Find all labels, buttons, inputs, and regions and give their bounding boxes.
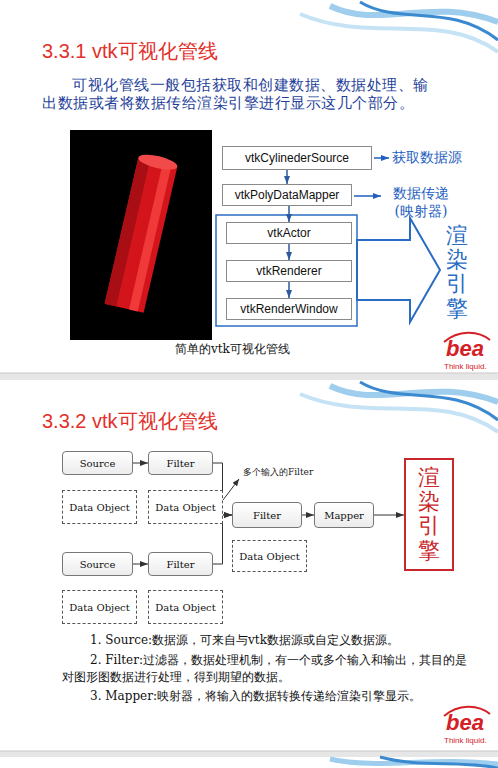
box-text: Data Object — [239, 551, 299, 562]
box-text: Filter — [253, 510, 281, 521]
box-text: Data Object — [69, 502, 129, 513]
process-box: vtkRenderer — [226, 260, 352, 282]
logo-tagline: Think liquid. — [444, 736, 487, 745]
box-text: vtkActor — [267, 226, 310, 240]
box-text: Source — [80, 458, 116, 469]
process-box: Source — [62, 552, 133, 576]
render-image — [70, 130, 212, 340]
process-box: vtkPolyDataMapper — [222, 184, 352, 206]
engine-box: 渲染引擎 — [404, 458, 454, 571]
box-text: Source — [80, 559, 116, 570]
intro-paragraph: 可视化管线一般包括获取和创建数据、数据处理、输出数据或者将数据传给渲染引擎进行显… — [42, 76, 442, 112]
logo-tagline: Think liquid. — [444, 362, 487, 371]
process-box: Filter — [148, 451, 213, 475]
slide-edge — [0, 751, 498, 752]
box-text: vtkPolyDataMapper — [235, 188, 340, 202]
box-text: Data Object — [69, 602, 129, 613]
data-object-box: Data Object — [148, 590, 223, 624]
flow-arrow — [374, 515, 404, 516]
slide-title: 3.3.2 vtk可视化管线 — [42, 408, 218, 435]
box-text: Data Object — [155, 502, 215, 513]
hollow-arrow — [357, 218, 440, 322]
flow-arrow — [286, 170, 288, 184]
box-text: Mapper — [324, 510, 364, 521]
logo-text: bea — [446, 336, 484, 362]
slide-title: 3.3.1 vtk可视化管线 — [42, 38, 218, 65]
explanation-text: 1. Source:数据源，可来自与vtk数据源或自定义数据源。 — [62, 632, 478, 649]
process-box: Filter — [148, 552, 213, 576]
flow-arrow — [288, 244, 290, 260]
engine-label: 渲染引擎 — [446, 224, 468, 321]
stage-label: 获取数据源 — [392, 149, 462, 167]
flow-arrow — [288, 206, 290, 222]
box-text: Filter — [166, 559, 194, 570]
process-box: vtkRenderWindow — [226, 298, 352, 320]
explanation-text: 2. Filter:过滤器，数据处理机制，有一个或多个输入和输出，其目的是对图形… — [62, 652, 478, 686]
stage-label: 数据传递 (映射器) — [384, 185, 458, 221]
flow-arrow — [133, 463, 148, 464]
box-text: 渲染引擎 — [418, 466, 440, 563]
box-text: vtkCylinederSource — [245, 151, 349, 165]
slide-panel — [0, 380, 498, 751]
process-box: vtkActor — [226, 222, 352, 244]
figure-caption: 简单的vtk可视化管线 — [175, 341, 290, 358]
data-object-box: Data Object — [62, 490, 137, 524]
box-text: Data Object — [155, 602, 215, 613]
data-object-box: Data Object — [148, 490, 223, 524]
box-text: vtkRenderer — [256, 264, 321, 278]
flow-arrow — [133, 564, 148, 565]
engine-group — [216, 215, 357, 326]
leader-arrow — [374, 157, 389, 159]
leader-arrow — [354, 195, 381, 197]
box-text: vtkRenderWindow — [240, 302, 337, 316]
box-text: Filter — [166, 458, 194, 469]
note-label: 多个输入的Filter — [242, 466, 314, 479]
data-object-box: Data Object — [62, 590, 137, 624]
logo-text: bea — [446, 710, 484, 736]
flow-arrow — [288, 282, 290, 298]
process-box: vtkCylinederSource — [222, 146, 372, 170]
slide-edge — [0, 373, 498, 374]
slide-panel — [0, 0, 498, 373]
process-box: Mapper — [314, 502, 374, 528]
cylinder-render — [105, 152, 179, 313]
data-object-box: Data Object — [232, 540, 307, 572]
process-box: Filter — [232, 502, 302, 528]
leader-arrow — [223, 479, 239, 500]
process-box: Source — [62, 451, 133, 475]
explanation-text: 3. Mapper:映射器，将输入的数据转换传递给渲染引擎显示。 — [62, 688, 478, 705]
slide-panel — [0, 757, 498, 768]
flow-arrow — [302, 515, 314, 516]
